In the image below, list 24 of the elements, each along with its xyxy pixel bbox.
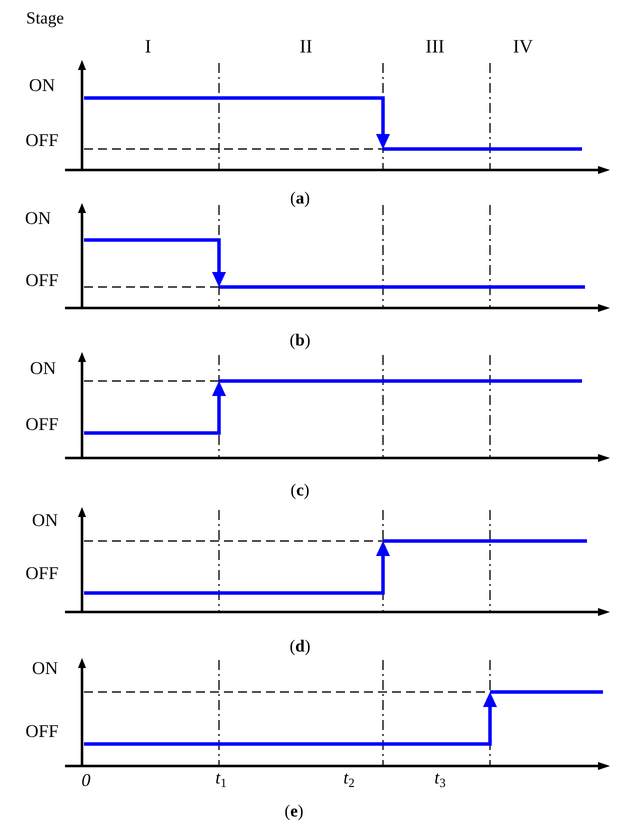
panel-label: (e)	[284, 802, 304, 820]
time-label: t$_{3}$	[434, 768, 446, 790]
panel-label: (c)	[290, 482, 310, 498]
axis-title: Stage	[26, 10, 64, 26]
stage-label: III	[426, 38, 444, 56]
stage-label: II	[300, 38, 312, 56]
panel-label: (a)	[290, 190, 310, 206]
panel-label: (b)	[290, 332, 310, 348]
level-label: OFF	[25, 415, 59, 433]
level-label: ON	[29, 76, 55, 94]
level-label: ON	[32, 659, 58, 677]
time-label: 0	[82, 771, 90, 789]
level-label: OFF	[25, 564, 59, 582]
level-label: ON	[30, 359, 56, 377]
time-label: t$_{2}$	[343, 768, 355, 790]
stage-label: I	[144, 38, 152, 56]
level-label: ON	[32, 511, 58, 529]
time-label: t$_{1}$	[215, 768, 227, 790]
level-label: OFF	[25, 271, 59, 289]
stage-label: IV	[512, 38, 534, 56]
level-label: ON	[25, 209, 51, 227]
panel-label: (d)	[290, 638, 310, 654]
level-label: OFF	[25, 722, 59, 740]
level-label: OFF	[25, 131, 59, 149]
